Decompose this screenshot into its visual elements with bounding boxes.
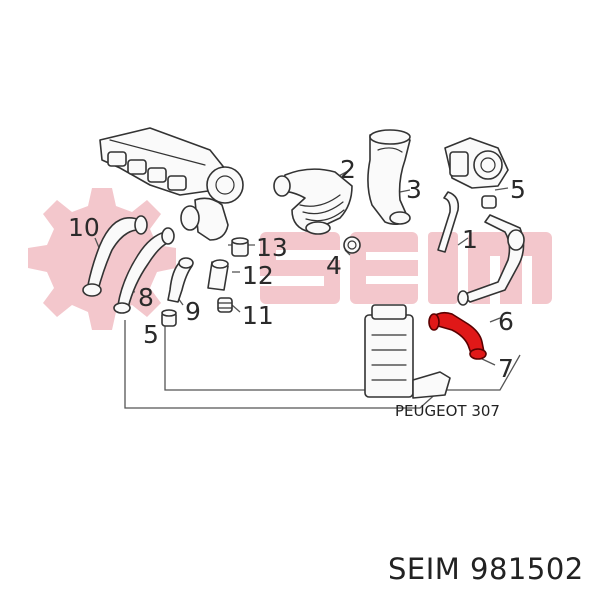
part-5-sleeve-right xyxy=(481,195,497,209)
part-5-sleeve-left xyxy=(161,309,177,327)
part-10-hose xyxy=(82,215,148,297)
part-3-air-duct xyxy=(367,129,411,226)
callout-12: 12 xyxy=(242,261,274,290)
callout-11: 11 xyxy=(242,301,274,330)
part-4-ring xyxy=(343,236,361,254)
part-13-cap xyxy=(231,237,249,257)
part-1-thin-pipe xyxy=(437,191,460,253)
callout-13: 13 xyxy=(256,233,288,262)
watermark-letter-i xyxy=(428,232,458,304)
part-2-intake-hose xyxy=(273,168,353,235)
part-9-hose xyxy=(167,257,194,303)
throttle-elbow xyxy=(180,197,229,241)
turbo-assembly xyxy=(444,137,509,189)
part-6-pipe xyxy=(457,214,525,306)
callout-1: 1 xyxy=(462,225,478,254)
callout-4: 4 xyxy=(326,251,342,280)
part-7-highlighted-hose xyxy=(428,311,487,360)
watermark-letter-e xyxy=(350,232,418,304)
callout-8: 8 xyxy=(138,283,154,312)
part-11-fitting xyxy=(217,297,233,313)
intake-manifold xyxy=(99,127,244,204)
part-8-hose xyxy=(113,227,175,314)
part-number-label: SEIM 981502 xyxy=(388,552,584,586)
callout-2: 2 xyxy=(340,155,356,184)
callout-6: 6 xyxy=(498,307,514,336)
callout-5-left: 5 xyxy=(143,320,159,349)
callout-5-right: 5 xyxy=(510,175,526,204)
intercooler xyxy=(364,304,451,399)
callout-9: 9 xyxy=(185,297,201,326)
vehicle-model-label: PEUGEOT 307 xyxy=(395,402,500,420)
callout-7: 7 xyxy=(498,354,514,383)
part-12-connector xyxy=(207,259,229,291)
callout-10: 10 xyxy=(68,213,100,242)
callout-3: 3 xyxy=(406,175,422,204)
